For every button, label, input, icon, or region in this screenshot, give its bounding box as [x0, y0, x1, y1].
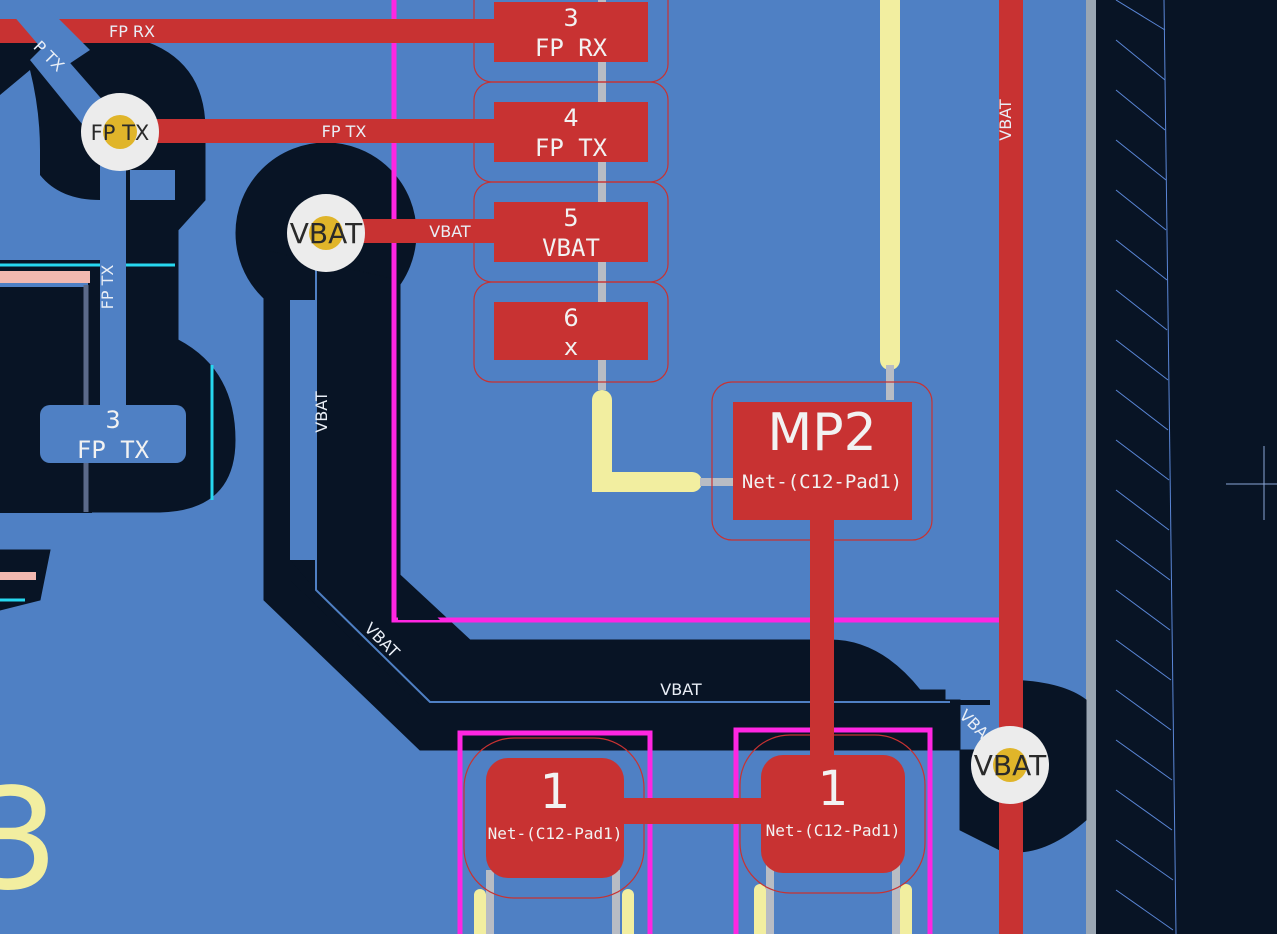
pad-number: 1	[540, 764, 571, 820]
component-ref: MP2	[767, 403, 876, 463]
left-pad-3[interactable]: 3 FP TX	[40, 405, 186, 464]
connector-pad-6[interactable]: 6 x	[494, 302, 648, 361]
pad-net: FP TX	[77, 436, 150, 464]
trace-label-fp-tx: FP TX	[322, 122, 367, 141]
trace-label-vbat-bottom: VBAT	[660, 680, 702, 699]
trace-label-vbat-right: VBAT	[996, 99, 1015, 141]
trace-label-fp-tx-vertical: FP TX	[98, 265, 117, 310]
via-label: VBAT	[290, 217, 363, 250]
pad-number: 4	[563, 104, 578, 132]
board-edge-cut	[1086, 0, 1096, 934]
pad-number: 5	[563, 204, 578, 232]
trace-fp-rx	[0, 19, 500, 43]
bottom-pad-left[interactable]: 1 Net-(C12-Pad1)	[486, 758, 624, 878]
via-vbat-right[interactable]: VBAT	[971, 726, 1049, 804]
pad-number: 1	[818, 761, 849, 817]
pad-net: FP RX	[535, 34, 608, 62]
left-component	[0, 263, 214, 602]
pad-net: VBAT	[542, 234, 600, 262]
crosshair-cursor	[1226, 446, 1277, 520]
pad-number: 3	[563, 4, 578, 32]
via-label: VBAT	[974, 749, 1047, 782]
component-mp2[interactable]: MP2 Net-(C12-Pad1)	[733, 402, 912, 520]
trace-fp-tx	[120, 119, 500, 143]
trace-label-vbat: VBAT	[429, 222, 471, 241]
front-copper-traces	[0, 0, 1023, 934]
trace-mp2-net	[810, 510, 834, 770]
silkscreen	[474, 0, 912, 934]
via-vbat-left[interactable]: VBAT	[287, 194, 365, 272]
via-fp-tx[interactable]: FP TX	[81, 93, 159, 171]
connector-pad-4[interactable]: 4 FP TX	[494, 102, 648, 162]
component-net: Net-(C12-Pad1)	[742, 471, 902, 493]
connector-pad-5[interactable]: 5 VBAT	[494, 202, 648, 262]
connector-pad-3[interactable]: 3 FP RX	[494, 2, 648, 62]
trace-label-fp-rx: FP RX	[109, 22, 155, 41]
pad-number: 3	[105, 406, 120, 434]
pour-islands	[0, 70, 990, 705]
board-outside-region	[1086, 0, 1277, 934]
bottom-pad-right[interactable]: 1 Net-(C12-Pad1)	[761, 755, 905, 873]
pad-net: Net-(C12-Pad1)	[766, 821, 901, 840]
trace-label-vbat-vertical: VBAT	[312, 391, 331, 433]
silk-reference-fragment: 3	[0, 759, 59, 922]
pad-net: Net-(C12-Pad1)	[488, 824, 623, 843]
via-label: FP TX	[91, 121, 150, 145]
trace-c12	[620, 798, 770, 824]
pad-net: FP TX	[535, 134, 608, 162]
pad-number: 6	[563, 304, 578, 332]
pad-net: x	[564, 333, 578, 361]
